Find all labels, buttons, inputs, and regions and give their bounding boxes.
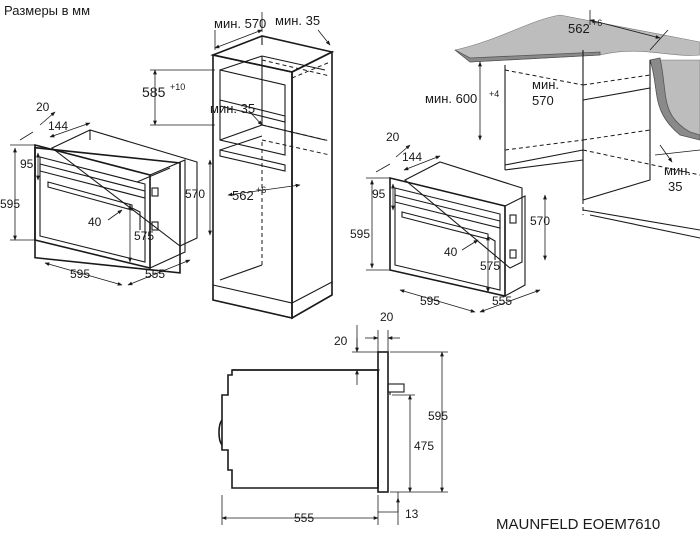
side-view-dimensions <box>221 325 448 525</box>
niche-562: 562 <box>568 21 590 36</box>
oven-front-view-2 <box>389 161 526 298</box>
o2-dim-595-height: 595 <box>350 227 370 241</box>
niche-min-570-value: 570 <box>532 93 554 108</box>
o2-dim-144: 144 <box>402 150 422 164</box>
niche-min-570-label: мин. <box>532 77 559 92</box>
o1-dim-595-height: 595 <box>0 197 20 211</box>
tall-cabinet <box>210 35 335 320</box>
cabinet-min-570: мин. 570 <box>214 16 266 31</box>
side-dim-595: 595 <box>428 409 448 423</box>
oven-front-view-1 <box>34 129 198 274</box>
o2-dim-20: 20 <box>386 130 400 144</box>
niche-562-tolerance: +6 <box>592 18 602 28</box>
cabinet-min-35-b: мин. 35 <box>210 101 255 116</box>
oven-2-dimensions <box>366 144 547 313</box>
tall-cabinet-dimensions <box>150 12 331 197</box>
o1-dim-595-width: 595 <box>70 267 90 281</box>
side-dim-475: 475 <box>414 439 434 453</box>
side-dim-555: 555 <box>294 511 314 525</box>
side-dim-20-vertical: 20 <box>334 334 348 348</box>
niche-min-35-value: 35 <box>668 179 682 194</box>
oven-side-view <box>218 351 405 493</box>
side-dim-20-horizontal: 20 <box>380 310 394 324</box>
cabinet-562-tolerance: +6 <box>256 185 266 195</box>
o2-dim-575: 575 <box>480 259 500 273</box>
undercounter-dimensions <box>478 10 700 163</box>
cabinet-585-tolerance: +10 <box>170 82 185 92</box>
undercounter-niche <box>454 14 700 239</box>
o1-dim-40: 40 <box>88 215 102 229</box>
o2-dim-595-width: 595 <box>420 294 440 308</box>
diagram-title: Размеры в мм <box>4 3 90 18</box>
o1-dim-95: 95 <box>20 157 34 171</box>
o2-dim-555: 555 <box>492 294 512 308</box>
o1-dim-144: 144 <box>48 119 68 133</box>
cabinet-562: 562 <box>232 188 254 203</box>
o2-dim-95: 95 <box>372 187 386 201</box>
niche-min-600: мин. 600 <box>425 91 477 106</box>
model-name: MAUNFELD EOEM7610 <box>496 516 660 533</box>
niche-min-35-label: мин. <box>664 163 691 178</box>
cabinet-585: 585 <box>142 84 166 100</box>
o2-dim-570: 570 <box>530 214 550 228</box>
side-dim-13: 13 <box>405 507 419 521</box>
o1-dim-570: 570 <box>185 187 205 201</box>
o2-dim-40: 40 <box>444 245 458 259</box>
o1-dim-555: 555 <box>145 267 165 281</box>
niche-min-600-tolerance: +4 <box>489 89 499 99</box>
oven-1-dimensions <box>10 111 212 286</box>
cabinet-min-35: мин. 35 <box>275 13 320 28</box>
o1-dim-575: 575 <box>134 229 154 243</box>
o1-dim-20: 20 <box>36 100 50 114</box>
